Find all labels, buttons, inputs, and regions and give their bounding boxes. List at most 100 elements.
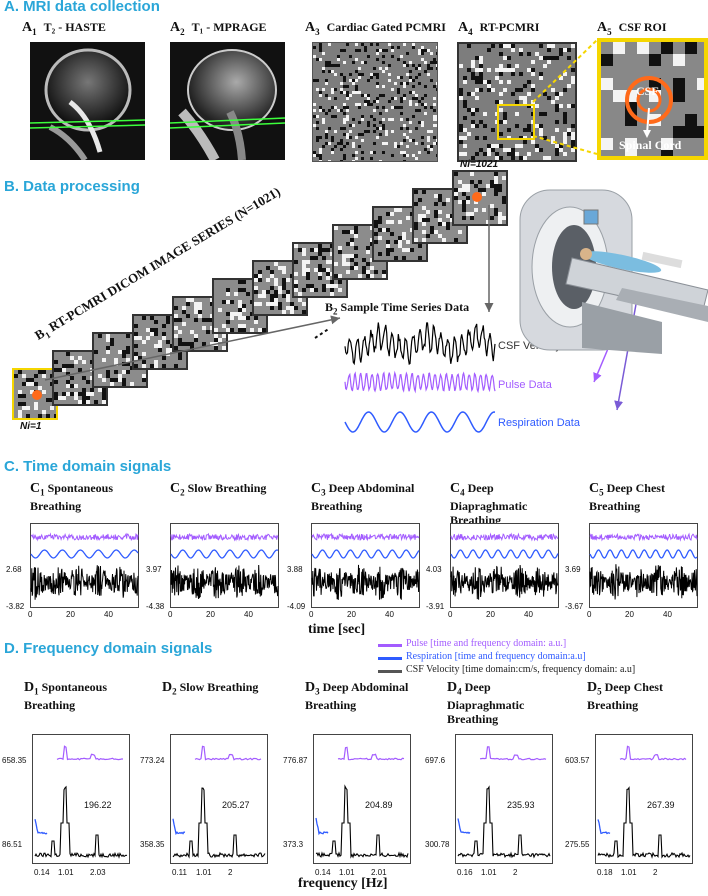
noise-pixel	[563, 116, 567, 120]
noise-pixel	[397, 76, 400, 79]
noise-pixel	[406, 240, 410, 244]
noise-pixel	[218, 338, 222, 342]
noise-pixel	[358, 91, 361, 94]
label-a2-sub: 2	[180, 26, 185, 37]
noise-pixel	[388, 73, 391, 76]
freq-trace	[56, 745, 123, 761]
noise-pixel	[364, 130, 367, 133]
noise-pixel	[154, 344, 158, 348]
time-plot-title: C2 Slow Breathing	[170, 481, 290, 499]
noise-pixel	[325, 61, 328, 64]
time-trace	[311, 549, 420, 559]
noise-pixel	[458, 230, 462, 234]
noise-pixel	[218, 308, 222, 312]
noise-pixel	[400, 76, 403, 79]
noise-pixel	[427, 73, 430, 76]
noise-pixel	[515, 144, 519, 148]
section-c-title: C. Time domain signals	[4, 458, 172, 475]
label-a3-letter: A	[305, 20, 316, 35]
noise-pixel	[343, 121, 346, 124]
noise-pixel	[282, 270, 286, 274]
noise-pixel	[418, 64, 421, 67]
noise-pixel	[519, 52, 523, 56]
noise-pixel	[499, 120, 503, 124]
noise-pixel	[343, 91, 346, 94]
noise-pixel	[302, 288, 306, 292]
noise-pixel	[470, 216, 474, 220]
noise-pixel	[166, 348, 170, 352]
noise-pixel	[18, 414, 22, 418]
noise-pixel	[328, 127, 331, 130]
noise-pixel	[563, 136, 567, 140]
freq-trace	[479, 746, 547, 761]
noise-pixel	[346, 43, 349, 46]
noise-pixel	[519, 96, 523, 100]
noise-pixel	[494, 212, 498, 216]
noise-pixel	[122, 350, 126, 354]
noise-pixel	[328, 70, 331, 73]
noise-pixel	[438, 194, 442, 198]
noise-pixel	[427, 64, 430, 67]
noise-pixel	[463, 76, 467, 80]
noise-pixel	[338, 246, 342, 250]
noise-pixel	[409, 103, 412, 106]
noise-pixel	[182, 342, 186, 346]
noise-pixel	[150, 328, 154, 332]
noise-pixel	[238, 304, 242, 308]
noise-pixel	[349, 130, 352, 133]
noise-pixel	[382, 106, 385, 109]
noise-pixel	[306, 268, 310, 272]
noise-pixel	[126, 358, 130, 362]
noise-pixel	[378, 220, 382, 224]
time-plot-title-text: Deep Chest Breathing	[589, 481, 665, 514]
freq-plot-svg	[597, 745, 691, 859]
noise-pixel	[114, 378, 118, 382]
noise-pixel	[382, 94, 385, 97]
noise-pixel	[342, 262, 346, 266]
noise-pixel	[479, 72, 483, 76]
noise-pixel	[334, 274, 338, 278]
noise-pixel	[523, 96, 527, 100]
noise-pixel	[322, 109, 325, 112]
noise-pixel	[551, 44, 555, 48]
noise-pixel	[487, 80, 491, 84]
noise-pixel	[471, 60, 475, 64]
noise-pixel	[475, 96, 479, 100]
noise-pixel	[475, 108, 479, 112]
noise-pixel	[458, 180, 462, 184]
noise-pixel	[226, 300, 230, 304]
mri-image-mprage	[170, 42, 285, 160]
noise-pixel	[539, 124, 543, 128]
noise-pixel	[198, 314, 202, 318]
noise-pixel	[250, 328, 254, 332]
noise-pixel	[254, 286, 258, 290]
noise-pixel	[74, 392, 78, 396]
noise-pixel	[306, 284, 310, 288]
noise-pixel	[343, 61, 346, 64]
noise-pixel	[349, 55, 352, 58]
pulse-data-label: Pulse Data	[498, 379, 552, 391]
noise-pixel	[162, 332, 166, 336]
time-plot-sub: 4	[460, 487, 465, 498]
noise-pixel	[462, 200, 466, 204]
sample-trace	[344, 322, 496, 366]
noise-pixel	[412, 46, 415, 49]
csf-ring	[625, 76, 673, 138]
time-trace	[589, 532, 698, 542]
noise-pixel	[82, 360, 86, 364]
noise-pixel	[430, 106, 433, 109]
noise-pixel	[138, 336, 142, 340]
noise-pixel	[414, 222, 418, 226]
time-plot-title: C1 Spontaneous Breathing	[30, 481, 150, 513]
noise-pixel	[350, 242, 354, 246]
noise-pixel	[625, 150, 637, 156]
noise-pixel	[436, 46, 437, 49]
noise-pixel	[412, 139, 415, 142]
noise-pixel	[126, 346, 130, 350]
legend-resp-text: Respiration [time and frequency domain:a…	[406, 651, 586, 662]
noise-pixel	[242, 280, 246, 284]
time-plot-title: C3 Deep Abdominal Breathing	[311, 481, 431, 513]
noise-pixel	[426, 210, 430, 214]
noise-pixel	[30, 378, 34, 382]
time-plot-ymin: -3.82	[6, 602, 25, 611]
